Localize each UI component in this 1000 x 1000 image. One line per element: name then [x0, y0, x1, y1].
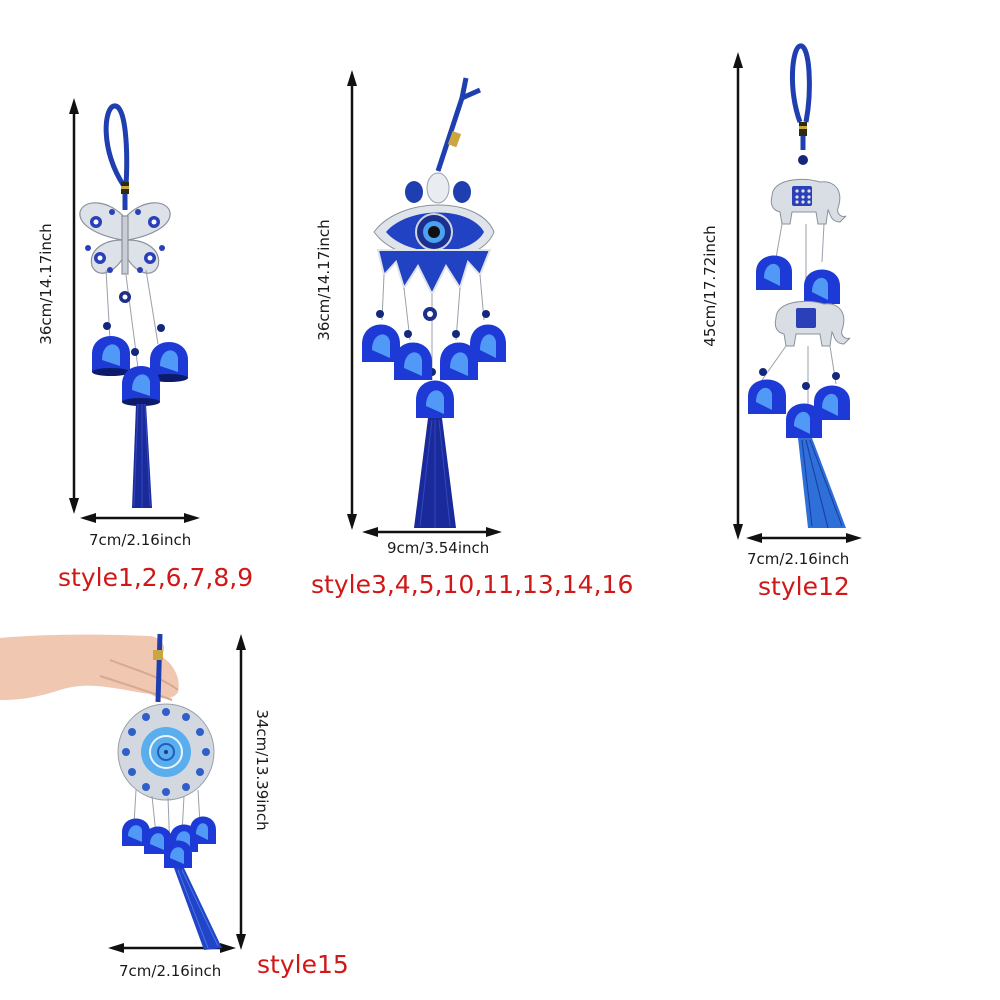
width-arrow-icon [746, 533, 862, 543]
width-dimension-label: 7cm/2.16inch [119, 962, 222, 980]
width-dimension-label: 7cm/2.16inch [747, 550, 850, 568]
bell-icon [394, 342, 432, 380]
bell-icon [748, 379, 786, 414]
elephant-ornament [774, 300, 851, 347]
height-dimension-label: 34cm/13.39inch [253, 709, 271, 831]
bell-icon [122, 818, 150, 846]
bell-icon [122, 366, 160, 406]
style-label: style15 [257, 950, 349, 979]
width-arrow-icon [362, 527, 502, 537]
elephant-ornament [770, 178, 847, 225]
hand-image [0, 634, 179, 701]
style-label: style12 [758, 572, 850, 601]
bell-icon [756, 255, 792, 290]
bell-icon [362, 324, 400, 362]
height-arrow-icon [733, 52, 743, 540]
bell-icon [92, 336, 130, 376]
width-arrow-icon [80, 513, 200, 523]
height-arrow-icon [69, 98, 79, 514]
width-dimension-label: 7cm/2.16inch [89, 531, 192, 549]
height-arrow-icon [347, 70, 357, 530]
bell-icon [164, 840, 192, 868]
bell-icon [144, 826, 172, 854]
bell-icon [190, 816, 216, 844]
bell-icon [470, 324, 506, 362]
bell-icon [440, 342, 478, 380]
bell-icon [804, 269, 840, 304]
style-label: style1,2,6,7,8,9 [58, 563, 254, 592]
mandala-ornament [117, 703, 215, 801]
bell-icon [814, 385, 850, 420]
bell-icon [416, 380, 454, 418]
bell-icon [786, 403, 822, 438]
style-label: style3,4,5,10,11,13,14,16 [311, 570, 634, 599]
width-dimension-label: 9cm/3.54inch [387, 539, 490, 557]
butterfly-ornament [79, 202, 171, 275]
bell-icon [150, 342, 188, 382]
height-arrow-icon [236, 634, 246, 950]
